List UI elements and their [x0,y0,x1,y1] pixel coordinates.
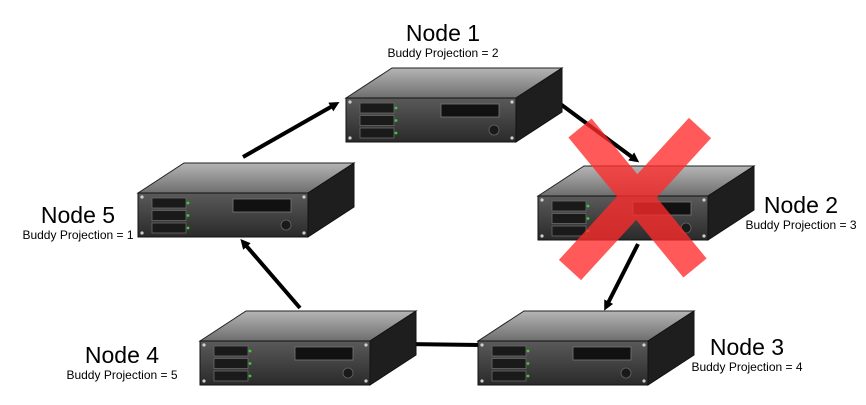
node-5-projection: Buddy Projection = 1 [22,228,134,242]
node-2-projection: Buddy Projection = 3 [745,218,857,232]
node-1-projection: Buddy Projection = 2 [387,46,499,60]
rack-server-icon [344,67,564,143]
arrow-node4-to-node5 [240,238,302,310]
node-4-label: Node 4 Buddy Projection = 5 [56,342,188,382]
node-2-name: Node 2 [763,192,839,218]
rack-server-icon [198,310,418,386]
arrow-node3-to-node4 [400,339,481,350]
node-5-label: Node 5 Buddy Projection = 1 [6,202,150,242]
node-3-name: Node 3 [709,334,785,360]
arrow-node5-to-node1 [242,102,340,159]
red-x-icon [558,117,712,281]
node-3-projection: Buddy Projection = 4 [691,360,803,374]
node-4-name: Node 4 [84,342,160,368]
servers [136,67,756,386]
arrow-node2-to-node3 [604,243,640,311]
node-5-name: Node 5 [40,202,116,228]
node-2-label: Node 2 Buddy Projection = 3 [736,192,866,232]
ring-arrows [240,98,640,350]
node-1-label: Node 1 Buddy Projection = 2 [368,20,518,60]
rack-server-icon [136,162,356,238]
node-1-name: Node 1 [405,20,481,46]
node-3-label: Node 3 Buddy Projection = 4 [682,334,812,374]
rack-server-icon [476,310,696,386]
node-4-projection: Buddy Projection = 5 [66,368,178,382]
